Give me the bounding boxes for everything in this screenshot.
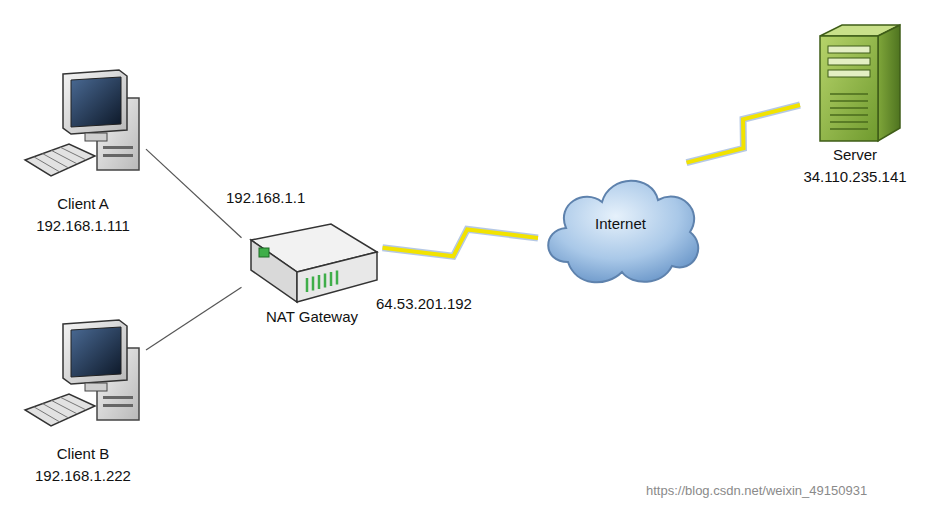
key-row [51, 150, 77, 164]
drive-bay [828, 70, 870, 77]
vent-slot [830, 107, 868, 109]
key-row [51, 400, 77, 414]
bolt-glow [687, 105, 801, 163]
router-port [335, 271, 338, 285]
key-row [34, 157, 60, 172]
keyboard [25, 394, 95, 426]
drive-slot [103, 396, 133, 399]
key-row [43, 404, 69, 418]
monitor-case [63, 70, 127, 134]
client-computer: Client B192.168.1.222 [20, 318, 146, 487]
router-port [329, 272, 332, 286]
router-port [323, 274, 326, 288]
router-port [311, 277, 314, 291]
bolt-glow [383, 229, 539, 256]
node-label: Internet [538, 215, 703, 232]
node-name: Server [800, 144, 910, 166]
node-name: NAT Gateway [242, 306, 383, 328]
drive-slot [103, 404, 133, 407]
cable-link [146, 287, 242, 350]
ip-address: 192.168.1.111 [20, 215, 146, 237]
key-row [34, 407, 60, 422]
keyboard [25, 144, 95, 176]
vent-slot [830, 121, 868, 123]
status-light [259, 248, 269, 257]
drive-slot [103, 146, 133, 149]
monitor-stand [85, 383, 107, 391]
monitor-screen [71, 327, 121, 377]
monitor-stand [85, 133, 107, 141]
interface-address: 192.168.1.1 [226, 188, 305, 208]
node-name: Client B [20, 443, 146, 465]
server-tower: Server34.110.235.141 [800, 22, 910, 188]
client-computer-icon [23, 68, 143, 193]
wireless-link [383, 229, 539, 256]
internet-cloud: Internet [538, 160, 703, 290]
router-port [305, 278, 308, 292]
interface-address: 64.53.201.192 [376, 294, 472, 314]
router-side [297, 252, 377, 302]
ip-address: 34.110.235.141 [800, 166, 910, 188]
key-row [43, 154, 69, 168]
node-name: Client A [20, 193, 146, 215]
bolt-line [383, 229, 539, 256]
server-front [820, 36, 878, 141]
nat-gateway-icon [245, 218, 380, 306]
vent-slot [830, 93, 868, 95]
drive-bay [828, 58, 870, 65]
drive-slot [103, 154, 133, 157]
monitor-screen [71, 77, 121, 127]
client-computer: Client A192.168.1.111 [20, 68, 146, 237]
server-tower-icon [808, 22, 903, 144]
ip-address: 192.168.1.222 [20, 465, 146, 487]
router-front [251, 240, 297, 302]
key-row [60, 397, 86, 410]
nat-gateway: NAT Gateway [242, 218, 383, 328]
vent-slot [830, 114, 868, 116]
watermark: https://blog.csdn.net/weixin_49150931 [646, 481, 867, 501]
wireless-link [687, 105, 801, 163]
server-side [878, 25, 900, 141]
key-row [60, 147, 86, 160]
bolt-line [687, 105, 801, 163]
vent-slot [830, 100, 868, 102]
monitor-case [63, 320, 127, 384]
router-port [317, 275, 320, 289]
drive-bay [828, 46, 870, 53]
client-computer-icon [23, 318, 143, 443]
cable-line [146, 287, 242, 350]
vent-slot [830, 128, 868, 130]
